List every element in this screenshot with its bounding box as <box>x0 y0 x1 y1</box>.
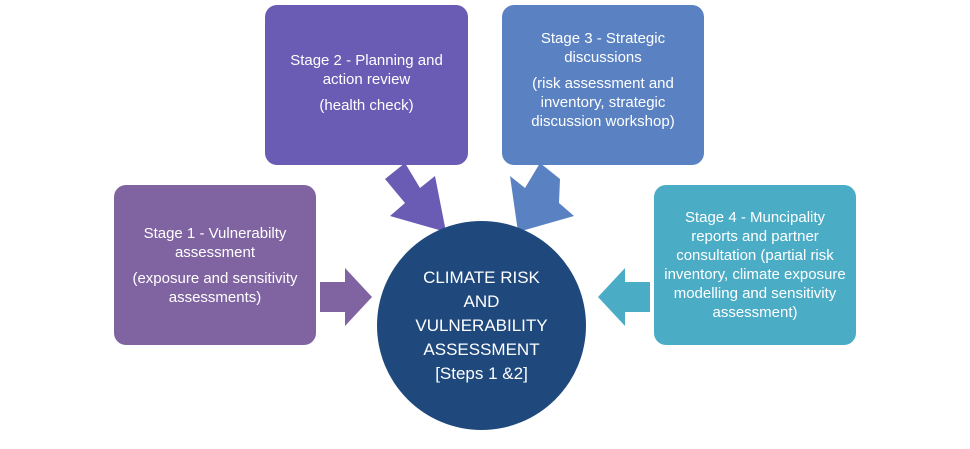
stage-4-box: Stage 4 - Muncipality reports and partne… <box>654 185 856 345</box>
center-line-5: [Steps 1 &2] <box>435 363 528 383</box>
arrow-stage1-to-center <box>320 268 372 326</box>
center-line-4: ASSESSMENT <box>423 339 540 359</box>
stage-2-detail: (health check) <box>319 97 414 114</box>
stage-4-title: Stage 4 - Muncipality reports and partne… <box>664 209 846 321</box>
stage-2-box: Stage 2 - Planning and action review (he… <box>265 5 468 165</box>
stage-3-detail: (risk assessment and inventory, strategi… <box>531 75 675 130</box>
stage-3-box: Stage 3 - Strategic discussions (risk as… <box>502 5 704 165</box>
center-line-2: AND <box>463 291 500 311</box>
center-line-1: CLIMATE RISK <box>423 267 540 287</box>
center-line-3: VULNERABILITY <box>415 315 548 335</box>
arrow-stage3-to-center <box>510 163 574 232</box>
arrow-stage2-to-center <box>385 163 446 232</box>
stage-1-title: Stage 1 - Vulnerabilty assessment <box>143 224 287 261</box>
arrow-stage4-to-center <box>598 268 650 326</box>
stage-1-detail: (exposure and sensitivity assessments) <box>132 269 298 306</box>
stage-3-title: Stage 3 - Strategic discussions <box>540 30 666 66</box>
stage-2-title: Stage 2 - Planning and action review <box>290 52 443 88</box>
center-assessment-circle: CLIMATE RISK AND VULNERABILITY ASSESSMEN… <box>377 221 586 430</box>
stage-1-box: Stage 1 - Vulnerabilty assessment (expos… <box>114 185 316 345</box>
